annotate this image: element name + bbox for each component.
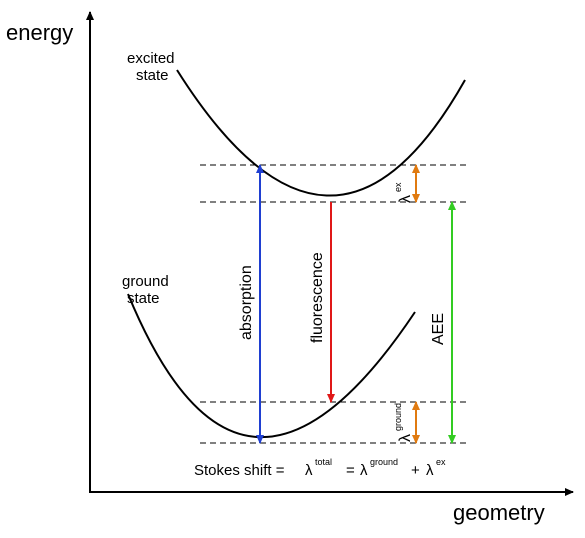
stokes-ex-superscript: ex [436,457,446,467]
lambda-ground-label: λ ground [393,403,414,442]
fluorescence-label: fluorescence [309,252,326,343]
stokes-ground-superscript: ground [370,457,398,467]
stokes-lambda-ex: λ [426,462,434,479]
excited-state-label-line2: state [136,67,169,84]
stokes-shift-prefix: Stokes shift = [194,462,285,479]
ground-state-curve [127,293,416,439]
lambda-ex-symbol: λ [397,195,414,203]
stokes-shift-equation: Stokes shift = λ total = λ ground + λ ex [194,457,446,479]
stokes-total-superscript: total [315,457,332,467]
excited-state-curve [176,69,466,197]
ground-state-label-line1: ground [122,273,169,290]
excited-state-label-line1: excited [127,50,175,67]
stokes-equals: = [346,462,355,479]
lambda-ex-label: λ ex [393,182,414,203]
lambda-ground-symbol: λ [397,434,414,442]
stokes-lambda-total: λ [305,462,313,479]
aee-label: AEE [430,313,447,345]
stokes-plus: + [411,462,420,479]
y-axis-label: energy [6,20,73,45]
lambda-ground-superscript: ground [393,403,403,431]
lambda-ex-superscript: ex [393,182,403,192]
ground-state-label-line2: state [127,290,160,307]
stokes-lambda-ground: λ [360,462,368,479]
absorption-label: absorption [238,265,255,340]
x-axis-label: geometry [453,500,545,525]
